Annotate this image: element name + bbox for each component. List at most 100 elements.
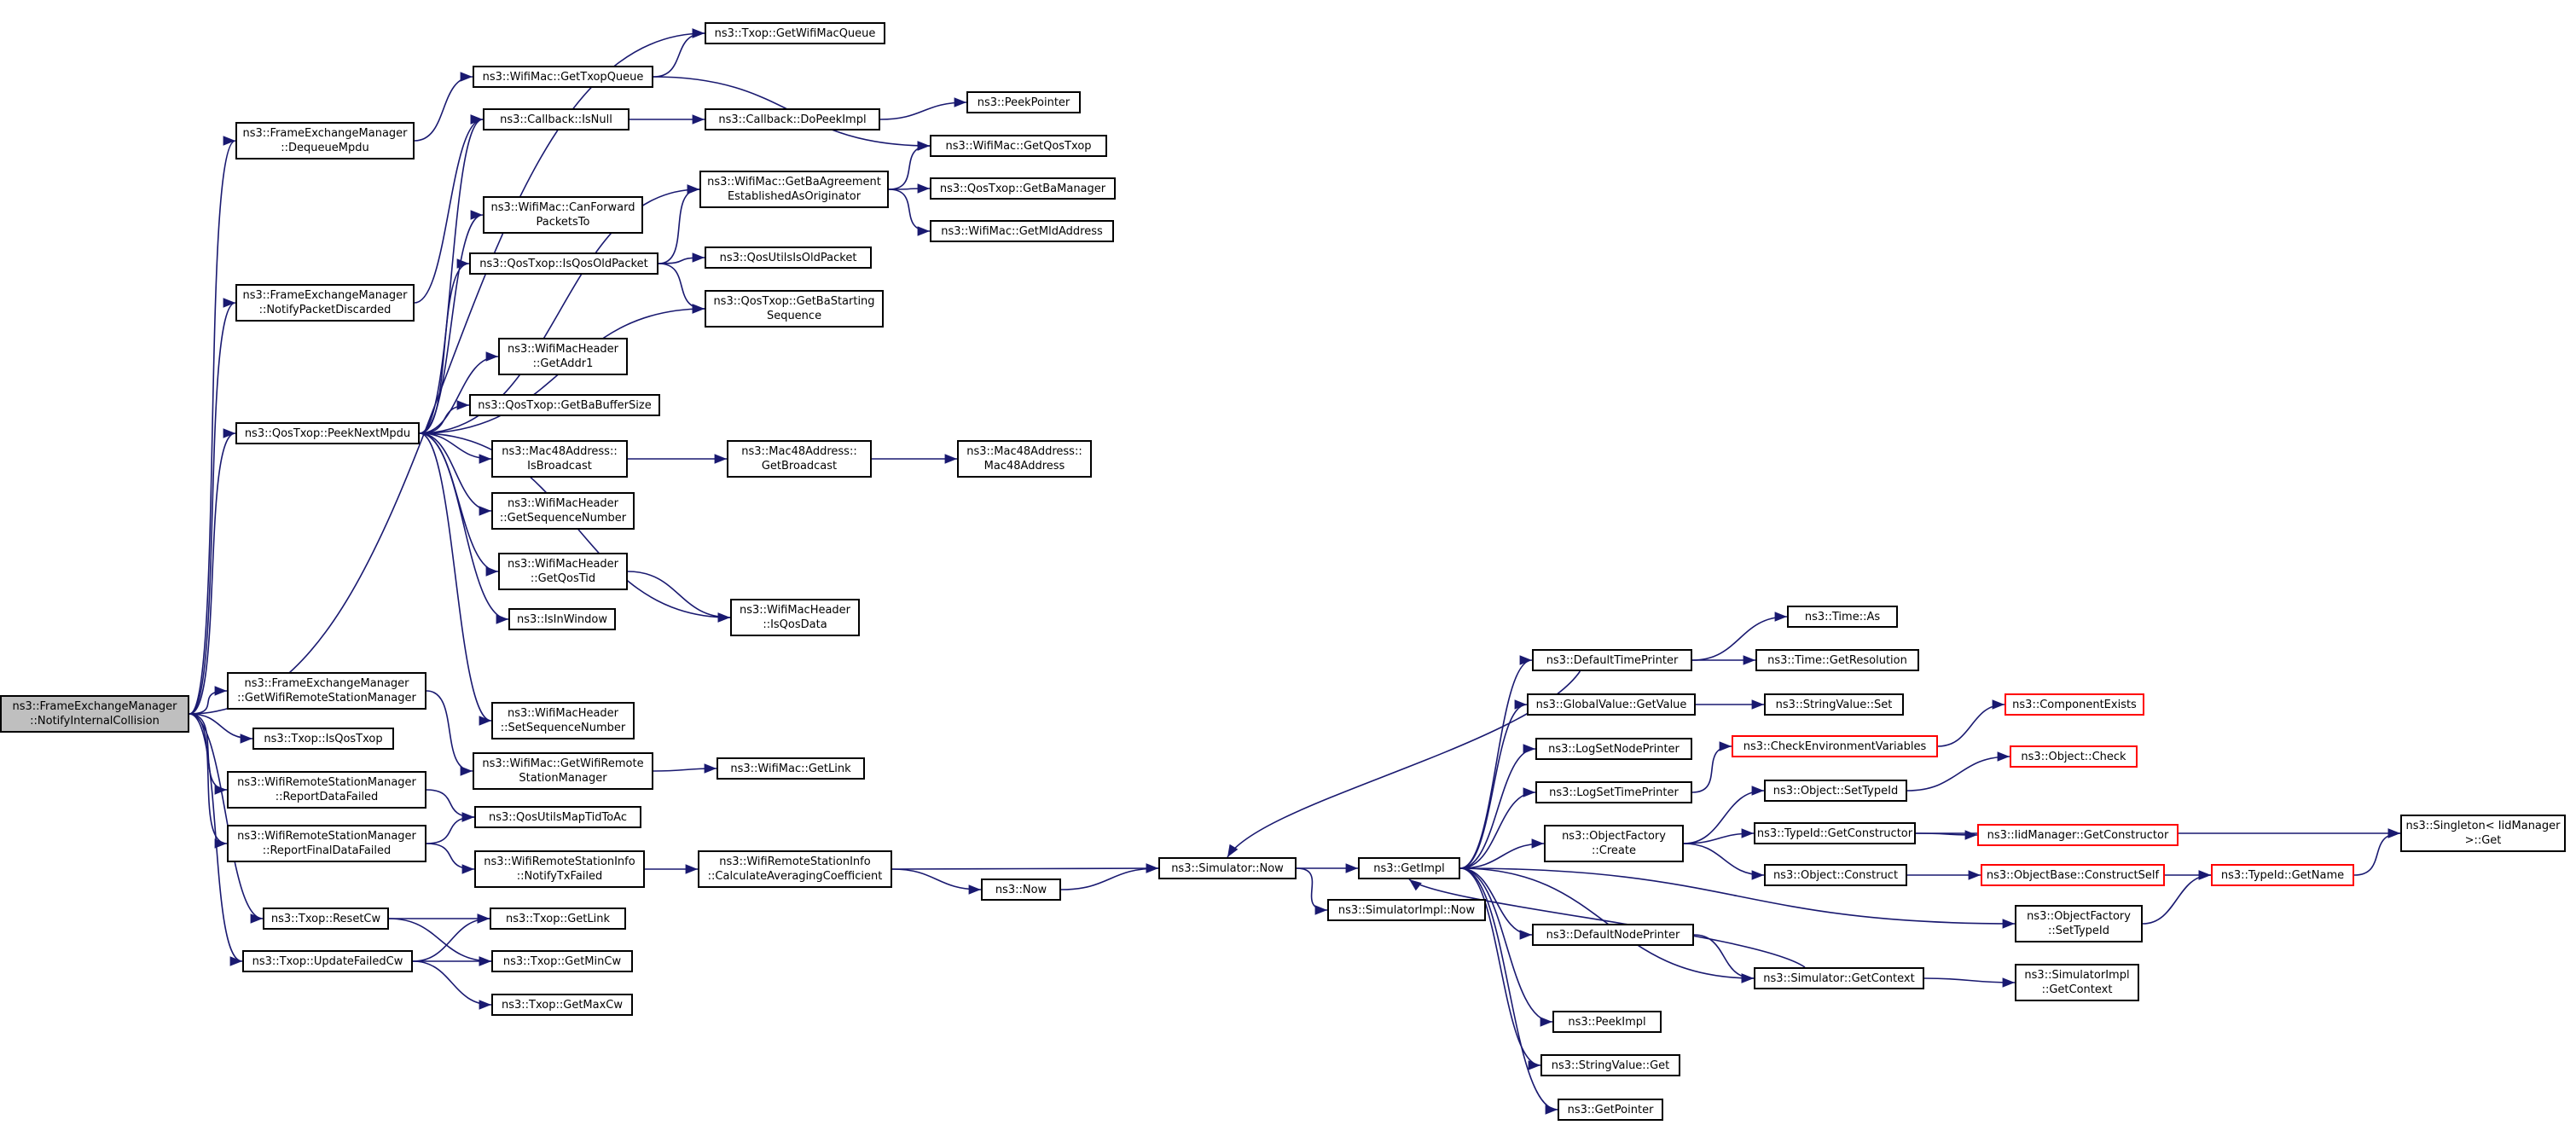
edge-do-peek-impl-to-peek-pointer [879, 97, 967, 120]
node-label-line: ns3::QosTxop::GetBaBufferSize [478, 398, 652, 412]
node-get-wifi-remote-station-manager-fem[interactable]: ns3::FrameExchangeManager::GetWifiRemote… [227, 672, 426, 710]
node-get-sequence-number[interactable]: ns3::WifiMacHeader::GetSequenceNumber [491, 492, 635, 530]
node-component-exists[interactable]: ns3::ComponentExists [2005, 693, 2144, 716]
node-string-value-set[interactable]: ns3::StringValue::Set [1764, 693, 1904, 716]
node-dequeue-mpdu[interactable]: ns3::FrameExchangeManager::DequeueMpdu [235, 122, 415, 159]
node-notify-tx-failed[interactable]: ns3::WifiRemoteStationInfo::NotifyTxFail… [474, 850, 645, 888]
node-label-line: ::GetAddr1 [532, 357, 594, 370]
node-label-line: ns3::QosUtilsIsOldPacket [719, 251, 857, 264]
node-default-node-printer[interactable]: ns3::DefaultNodePrinter [1532, 924, 1694, 946]
node-type-id-get-name[interactable]: ns3::TypeId::GetName [2211, 864, 2354, 886]
node-log-set-time-printer[interactable]: ns3::LogSetTimePrinter [1535, 781, 1692, 803]
node-notify-packet-discarded[interactable]: ns3::FrameExchangeManager::NotifyPacketD… [235, 284, 415, 322]
node-get-broadcast[interactable]: ns3::Mac48Address::GetBroadcast [727, 440, 872, 478]
node-object-set-type-id[interactable]: ns3::Object::SetTypeId [1764, 780, 1907, 802]
node-iid-manager-get-constructor[interactable]: ns3::IidManager::GetConstructor [1977, 824, 2179, 846]
node-get-ba-buffer-size[interactable]: ns3::QosTxop::GetBaBufferSize [469, 394, 660, 416]
node-get-ba-manager[interactable]: ns3::QosTxop::GetBaManager [930, 177, 1116, 200]
node-get-qos-tid[interactable]: ns3::WifiMacHeader::GetQosTid [498, 553, 628, 590]
node-string-value-get[interactable]: ns3::StringValue::Get [1540, 1054, 1680, 1076]
node-report-final-data-failed[interactable]: ns3::WifiRemoteStationManager::ReportFin… [227, 825, 426, 862]
node-txop-is-qos-txop[interactable]: ns3::Txop::IsQosTxop [252, 728, 394, 750]
node-do-peek-impl[interactable]: ns3::Callback::DoPeekImpl [705, 108, 880, 130]
node-notify-internal-collision[interactable]: ns3::FrameExchangeManager::NotifyInterna… [0, 695, 189, 733]
edge-peek-next-mpdu-to-get-ba-buffer-size [419, 400, 470, 434]
node-is-qos-data[interactable]: ns3::WifiMacHeader::IsQosData [730, 599, 860, 636]
node-type-id-get-constructor[interactable]: ns3::TypeId::GetConstructor [1754, 822, 1916, 844]
edge-get-wifi-remote-station-manager-mac-to-get-link [653, 763, 717, 774]
node-get-qos-txop[interactable]: ns3::WifiMac::GetQosTxop [930, 135, 1107, 157]
node-label-line: ns3::Singleton< IidManager [2405, 820, 2561, 832]
node-peek-impl[interactable]: ns3::PeekImpl [1552, 1011, 1662, 1033]
edge-is-qos-old-packet-to-qos-utils-is-old-packet [658, 252, 705, 264]
node-update-failed-cw[interactable]: ns3::Txop::UpdateFailedCw [242, 950, 413, 972]
node-peek-pointer[interactable]: ns3::PeekPointer [966, 91, 1081, 113]
node-peek-next-mpdu[interactable]: ns3::QosTxop::PeekNextMpdu [235, 422, 420, 444]
node-mac48-address[interactable]: ns3::Mac48Address::Mac48Address [957, 440, 1092, 478]
node-label-line: ns3::Txop::GetLink [505, 912, 611, 925]
node-label-line: ns3::Mac48Address:: [502, 445, 618, 458]
node-global-value-get-value[interactable]: ns3::GlobalValue::GetValue [1527, 693, 1696, 716]
node-callback-is-null[interactable]: ns3::Callback::IsNull [483, 108, 629, 130]
node-calc-avg-coeff[interactable]: ns3::WifiRemoteStationInfo::CalculateAve… [698, 850, 892, 888]
node-is-broadcast[interactable]: ns3::Mac48Address::IsBroadcast [491, 440, 628, 478]
node-qos-utils-is-old-packet[interactable]: ns3::QosUtilsIsOldPacket [705, 246, 872, 269]
node-time-as[interactable]: ns3::Time::As [1787, 606, 1898, 628]
node-is-in-window[interactable]: ns3::IsInWindow [508, 608, 616, 630]
node-get-wifi-mac-queue[interactable]: ns3::Txop::GetWifiMacQueue [705, 22, 885, 44]
node-qos-utils-map-tid-to-ac[interactable]: ns3::QosUtilsMapTidToAc [474, 806, 641, 828]
node-reset-cw[interactable]: ns3::Txop::ResetCw [263, 908, 389, 930]
node-get-txop-queue[interactable]: ns3::WifiMac::GetTxopQueue [473, 66, 653, 88]
node-label-line: ns3::Object::Construct [1772, 868, 1899, 882]
edge-notify-internal-collision-to-update-failed-cw [189, 713, 243, 966]
edge-get-qos-tid-to-is-qos-data [627, 571, 731, 623]
node-object-factory-set-type-id[interactable]: ns3::ObjectFactory::SetTypeId [2015, 905, 2143, 942]
node-label-line: IsBroadcast [527, 460, 592, 473]
node-label-line: >::Get [2464, 834, 2502, 847]
node-report-data-failed[interactable]: ns3::WifiRemoteStationManager::ReportDat… [227, 771, 426, 809]
edge-notify-internal-collision-to-peek-next-mpdu [189, 428, 236, 715]
node-simulator-impl-get-context[interactable]: ns3::SimulatorImpl::GetContext [2015, 964, 2139, 1001]
node-get-min-cw[interactable]: ns3::Txop::GetMinCw [491, 950, 633, 972]
edge-notify-internal-collision-to-get-wifi-remote-station-manager-fem [189, 686, 228, 715]
edge-calc-avg-coeff-to-simulator-now [891, 863, 1159, 873]
node-label-line: ns3::Txop::UpdateFailedCw [252, 954, 403, 968]
node-is-qos-old-packet[interactable]: ns3::QosTxop::IsQosOldPacket [469, 252, 659, 275]
node-label-line: ns3::WifiMacHeader [507, 497, 619, 510]
node-txop-get-link[interactable]: ns3::Txop::GetLink [490, 908, 626, 930]
node-simulator-now[interactable]: ns3::Simulator::Now [1158, 857, 1297, 879]
node-label-line: ::GetContext [2041, 983, 2113, 996]
node-get-mld-address[interactable]: ns3::WifiMac::GetMldAddress [930, 220, 1114, 242]
node-simulator-impl-now[interactable]: ns3::SimulatorImpl::Now [1327, 899, 1486, 921]
edge-calc-avg-coeff-to-now [891, 868, 982, 895]
node-get-impl[interactable]: ns3::GetImpl [1358, 857, 1460, 879]
node-set-sequence-number[interactable]: ns3::WifiMacHeader::SetSequenceNumber [491, 702, 635, 739]
node-simulator-get-context[interactable]: ns3::Simulator::GetContext [1754, 967, 1924, 989]
node-get-link[interactable]: ns3::WifiMac::GetLink [717, 757, 865, 780]
node-get-max-cw[interactable]: ns3::Txop::GetMaxCw [491, 994, 633, 1016]
node-check-env-vars[interactable]: ns3::CheckEnvironmentVariables [1732, 735, 1938, 757]
node-log-set-node-printer[interactable]: ns3::LogSetNodePrinter [1535, 738, 1692, 760]
node-object-check[interactable]: ns3::Object::Check [2010, 745, 2138, 768]
node-singleton-get[interactable]: ns3::Singleton< IidManager >::Get [2400, 815, 2566, 852]
node-get-pointer[interactable]: ns3::GetPointer [1558, 1099, 1663, 1121]
node-label-line: ns3::QosUtilsMapTidToAc [489, 810, 627, 824]
node-label-line: ns3::GetImpl [1373, 861, 1445, 875]
edge-get-impl-to-peek-impl [1459, 867, 1553, 1027]
node-now[interactable]: ns3::Now [981, 879, 1061, 901]
node-get-addr1[interactable]: ns3::WifiMacHeader::GetAddr1 [498, 338, 628, 375]
edge-report-data-failed-to-qos-utils-map-tid-to-ac [426, 789, 475, 822]
node-label-line: ns3::WifiMacHeader [507, 343, 619, 356]
node-label-line: ns3::StringValue::Get [1551, 1058, 1670, 1072]
edge-object-set-type-id-to-object-check [1906, 751, 2010, 792]
node-object-construct[interactable]: ns3::Object::Construct [1764, 864, 1907, 886]
node-object-factory-create[interactable]: ns3::ObjectFactory::Create [1544, 825, 1684, 862]
node-default-time-printer[interactable]: ns3::DefaultTimePrinter [1532, 649, 1692, 671]
edge-reset-cw-to-get-min-cw [388, 918, 492, 966]
node-construct-self[interactable]: ns3::ObjectBase::ConstructSelf [1981, 864, 2165, 886]
node-get-resolution[interactable]: ns3::Time::GetResolution [1755, 649, 1919, 671]
